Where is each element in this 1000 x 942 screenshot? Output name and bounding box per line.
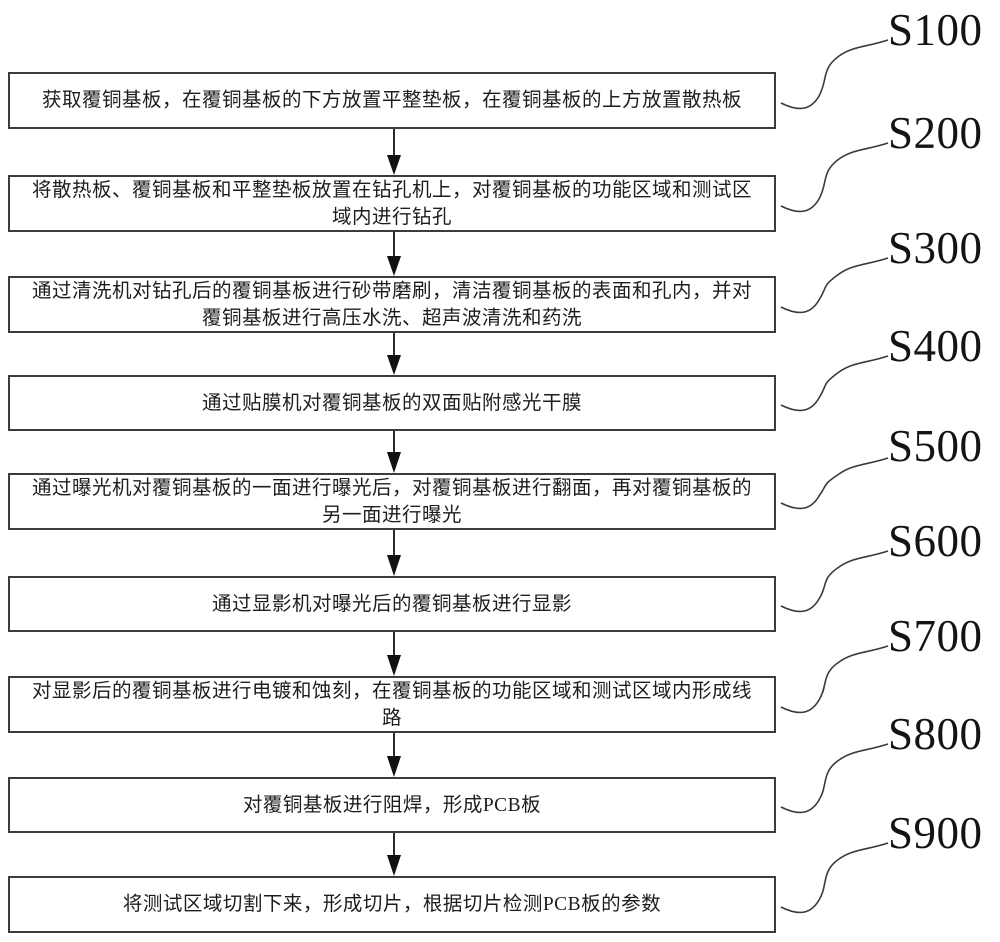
flow-arrow-1 (387, 129, 401, 175)
step-text-4: 通过贴膜机对覆铜基板的双面贴附感光干膜 (201, 392, 582, 414)
step-text-8: 对覆铜基板进行阻焊，形成PCB板 (242, 794, 542, 816)
step-box-4: 通过贴膜机对覆铜基板的双面贴附感光干膜 (8, 375, 776, 431)
step-label-s600: S600 (888, 516, 983, 566)
flow-arrow-5 (387, 530, 401, 576)
flow-arrow-4 (387, 431, 401, 473)
step-label-s900: S900 (888, 808, 983, 858)
leader-line-5 (780, 457, 889, 510)
step-text-3: 通过清洗机对钻孔后的覆铜基板进行砂带磨刷，清洁覆铜基板的表面和孔内，并对覆铜基板… (31, 280, 752, 329)
step-box-9: 将测试区域切割下来，形成切片，根据切片检测PCB板的参数 (8, 876, 776, 933)
step-label-s400: S400 (888, 321, 983, 371)
step-box-8: 对覆铜基板进行阻焊，形成PCB板 (8, 777, 776, 833)
leader-line-4 (780, 355, 889, 412)
leader-line-1 (780, 39, 889, 110)
step-text-6: 通过显影机对曝光后的覆铜基板进行显影 (211, 593, 572, 615)
step-text-1: 获取覆铜基板，在覆铜基板的下方放置平整垫板，在覆铜基板的上方放置散热板 (41, 90, 742, 111)
step-label-s300: S300 (888, 223, 983, 273)
flow-arrow-2 (387, 232, 401, 276)
step-box-3: 通过清洗机对钻孔后的覆铜基板进行砂带磨刷，清洁覆铜基板的表面和孔内，并对覆铜基板… (8, 276, 776, 333)
leader-line-3 (780, 257, 889, 314)
step-box-1: 获取覆铜基板，在覆铜基板的下方放置平整垫板，在覆铜基板的上方放置散热板 (8, 72, 776, 129)
leader-line-2 (780, 142, 889, 213)
step-label-s200: S200 (888, 108, 983, 158)
step-label-s700: S700 (888, 611, 983, 661)
leader-line-9 (780, 842, 889, 914)
step-text-2: 将散热板、覆铜基板和平整垫板放置在钻孔机上，对覆铜基板的功能区域和测试区域内进行… (31, 179, 752, 228)
step-text-7: 对显影后的覆铜基板进行电镀和蚀刻，在覆铜基板的功能区域和测试区域内形成线路 (31, 680, 752, 729)
step-box-6: 通过显影机对曝光后的覆铜基板进行显影 (8, 576, 776, 632)
flow-arrow-6 (387, 632, 401, 676)
leader-line-7 (780, 645, 889, 714)
step-box-7: 对显影后的覆铜基板进行电镀和蚀刻，在覆铜基板的功能区域和测试区域内形成线路 (8, 676, 776, 733)
step-text-5: 通过曝光机对覆铜基板的一面进行曝光后，对覆铜基板进行翻面，再对覆铜基板的另一面进… (31, 477, 752, 526)
step-label-s800: S800 (888, 709, 983, 759)
leader-line-8 (780, 743, 889, 814)
flow-arrow-7 (387, 733, 401, 777)
step-box-2: 将散热板、覆铜基板和平整垫板放置在钻孔机上，对覆铜基板的功能区域和测试区域内进行… (8, 175, 776, 232)
step-label-s500: S500 (888, 421, 983, 471)
leader-line-6 (780, 550, 889, 613)
step-label-s100: S100 (888, 5, 983, 55)
flow-arrow-3 (387, 333, 401, 375)
step-box-5: 通过曝光机对覆铜基板的一面进行曝光后，对覆铜基板进行翻面，再对覆铜基板的另一面进… (8, 473, 776, 530)
step-text-9: 将测试区域切割下来，形成切片，根据切片检测PCB板的参数 (122, 894, 662, 915)
flow-arrow-8 (387, 833, 401, 876)
